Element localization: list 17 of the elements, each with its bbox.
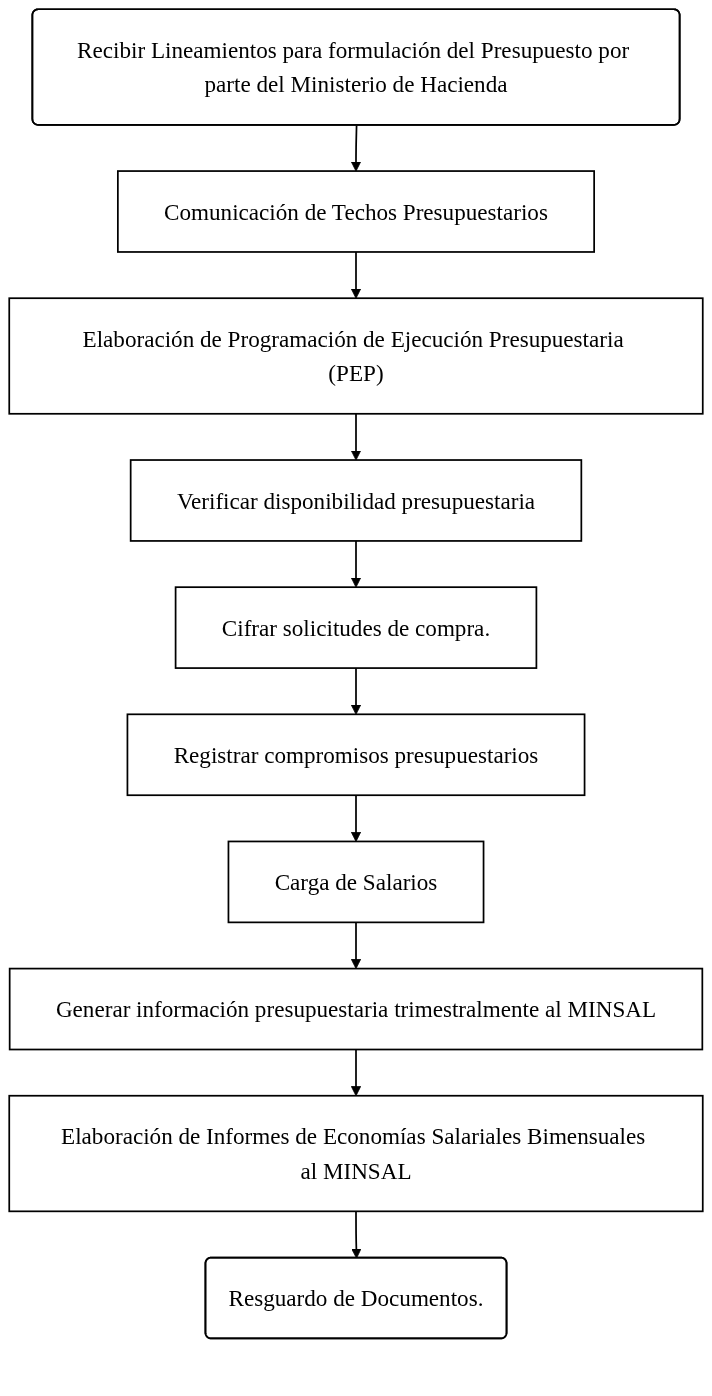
arrow xyxy=(350,540,362,588)
node-box: Elaboración de Informes de Economías Salariales Bimensuales al MINSAL xyxy=(8,1094,704,1213)
node-box: Cifrar solicitudes de compra. xyxy=(174,586,538,669)
node-box: Generar información presupuestaria trimestralmente al MINSAL xyxy=(8,967,704,1051)
arrow xyxy=(350,794,362,842)
node-box: Elaboración de Programación de Ejecución Presupuestaria (PEP) xyxy=(8,297,704,415)
arrow xyxy=(350,921,362,970)
arrow xyxy=(350,1048,362,1097)
node-box: Comunicación de Techos Presupuestarios xyxy=(117,170,595,253)
arrow xyxy=(350,412,362,461)
arrow xyxy=(350,124,362,172)
node-box: Verificar disponibilidad presupuestaria xyxy=(129,459,583,542)
arrow xyxy=(350,667,362,715)
node-box: Carga de Salarios xyxy=(227,840,485,924)
node-box: Registrar compromisos presupuestarios xyxy=(126,713,586,797)
arrow xyxy=(350,251,362,299)
arrow xyxy=(351,1210,362,1259)
